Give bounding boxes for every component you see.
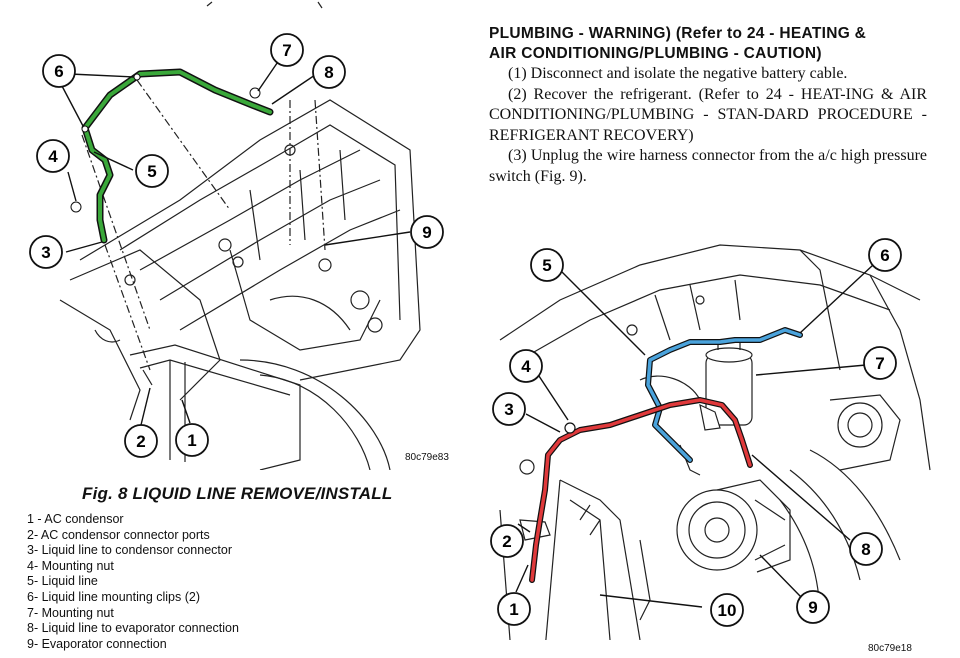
fig9-callout-3: 3	[492, 392, 526, 426]
fig9-callout-6: 6	[868, 238, 902, 272]
svg-text:1: 1	[187, 431, 196, 450]
fig9-red-line	[529, 397, 753, 583]
fig8-callout-2: 2	[124, 424, 158, 458]
procedure-step-3: (3) Unplug the wire harness connector fr…	[489, 147, 927, 185]
fig9-engine-bay-drawing	[499, 244, 931, 640]
fig8-callout-4: 4	[36, 139, 70, 173]
section-heading: PLUMBING - WARNING) (Refer to 24 - HEATI…	[489, 24, 927, 64]
fig8-illustration: 6 4 5 3 7 8 9 2 1	[20, 0, 470, 470]
svg-text:8: 8	[861, 540, 870, 559]
svg-text:2: 2	[136, 432, 145, 451]
legend-item: 2- AC condensor connector ports	[27, 527, 210, 542]
fig9-callout-1: 1	[497, 592, 531, 626]
svg-text:5: 5	[542, 256, 551, 275]
svg-text:5: 5	[147, 162, 156, 181]
fig8-legend: 1 - AC condensor 2- AC condensor connect…	[27, 512, 239, 652]
fig9-callout-8: 8	[849, 532, 883, 566]
fig8-image-code: 80c79e83	[405, 452, 449, 463]
fig8-callouts: 6 4 5 3 7 8 9 2 1	[29, 33, 444, 458]
fig9-blue-line	[645, 327, 803, 463]
fig9-callout-7: 7	[863, 346, 897, 380]
procedure-text: PLUMBING - WARNING) (Refer to 24 - HEATI…	[489, 24, 927, 187]
fig8-callout-6: 6	[42, 54, 76, 88]
fig9-callouts: 5 6 4 7 3 2 8 1 10 9	[490, 238, 902, 627]
fig9-illustration: 5 6 4 7 3 2 8 1 10 9	[480, 230, 950, 640]
fig8-leader-lines	[61, 49, 411, 426]
legend-item: 7- Mounting nut	[27, 605, 114, 620]
procedure-step-1: (1) Disconnect and isolate the negative …	[508, 65, 848, 82]
legend-item: 9- Evaporator connection	[27, 636, 167, 651]
fig9-callout-9: 9	[796, 590, 830, 624]
legend-item: 8- Liquid line to evaporator connection	[27, 621, 239, 636]
fig8-callout-5: 5	[135, 154, 169, 188]
fig8-callout-3: 3	[29, 235, 63, 269]
svg-text:10: 10	[718, 601, 737, 620]
fig8-engine-bay-drawing	[59, 1, 421, 470]
fig8-liquid-line	[70, 68, 274, 244]
svg-text:6: 6	[880, 246, 889, 265]
fig8-caption: Fig. 8 LIQUID LINE REMOVE/INSTALL	[82, 484, 393, 503]
fig9-callout-5: 5	[530, 248, 564, 282]
svg-text:7: 7	[282, 41, 291, 60]
legend-item: 5- Liquid line	[27, 574, 98, 589]
section-heading-line1: PLUMBING - WARNING) (Refer to 24 - HEATI…	[489, 25, 867, 42]
legend-item: 3- Liquid line to condensor connector	[27, 543, 232, 558]
svg-text:6: 6	[54, 62, 63, 81]
procedure-step-2: (2) Recover the refrigerant. (Refer to 2…	[489, 85, 927, 144]
legend-item: 4- Mounting nut	[27, 558, 114, 573]
fig9-image-code: 80c79e18	[868, 643, 912, 654]
fig9-callout-4: 4	[509, 349, 543, 383]
fig9-callout-2: 2	[490, 524, 524, 558]
svg-text:3: 3	[504, 400, 513, 419]
svg-text:7: 7	[875, 354, 884, 373]
svg-text:8: 8	[324, 63, 333, 82]
svg-text:2: 2	[502, 532, 511, 551]
legend-item: 1 - AC condensor	[27, 512, 124, 526]
section-heading-line2: AIR CONDITIONING/PLUMBING - CAUTION)	[489, 45, 822, 62]
svg-text:9: 9	[422, 223, 431, 242]
fig8-callout-9: 9	[410, 215, 444, 249]
svg-text:9: 9	[808, 598, 817, 617]
fig9-callout-10: 10	[710, 593, 744, 627]
svg-text:4: 4	[521, 357, 531, 376]
legend-item: 6- Liquid line mounting clips (2)	[27, 589, 201, 604]
svg-text:3: 3	[41, 243, 50, 262]
fig8-callout-8: 8	[312, 55, 346, 89]
fig8-callout-7: 7	[270, 33, 304, 67]
fig8-callout-1: 1	[175, 423, 209, 457]
svg-text:1: 1	[509, 600, 518, 619]
svg-text:4: 4	[48, 147, 58, 166]
fig9-leader-lines	[515, 264, 874, 608]
